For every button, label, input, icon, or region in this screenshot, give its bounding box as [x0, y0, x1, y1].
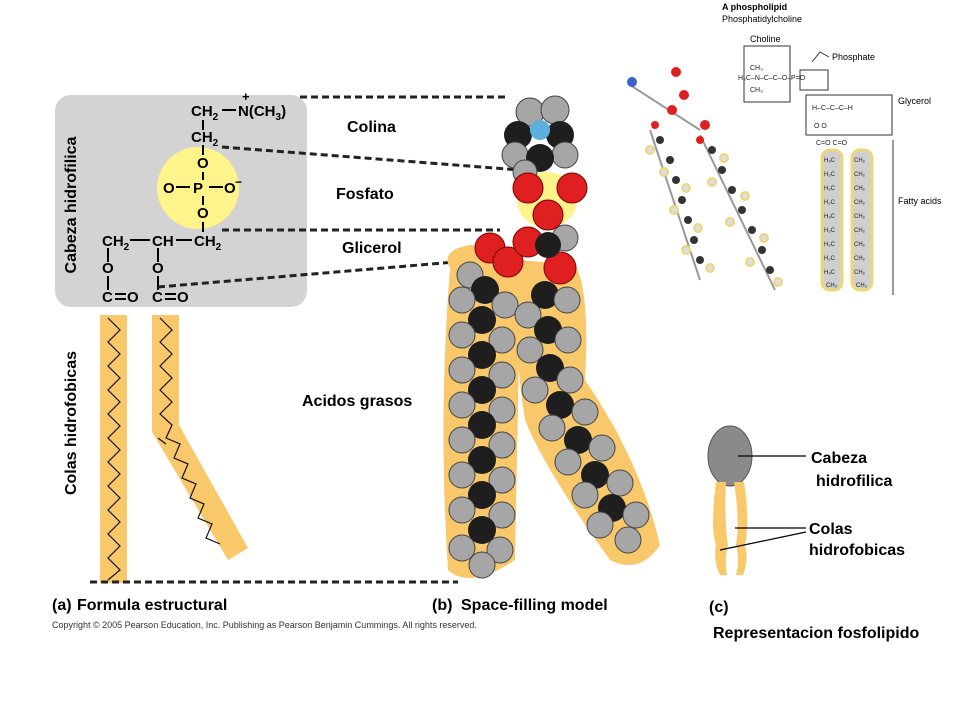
tail-straight-band	[100, 315, 127, 583]
label-colas-hidrofobicas: Colas hidrofobicas	[63, 351, 80, 495]
atom-o-upper: O	[197, 155, 209, 172]
svg-text:H₃C–N–C–C–O–P=O: H₃C–N–C–C–O–P=O	[738, 75, 806, 82]
label-cabeza-hidrofilica-2: hidrofilica	[816, 473, 893, 490]
phosphate-highlight	[157, 147, 239, 229]
svg-text:CH₂: CH₂	[854, 256, 866, 262]
svg-text:CH₂: CH₂	[854, 242, 866, 248]
label-fosfato: Fosfato	[336, 186, 394, 203]
panel-a-title: Formula estructural	[77, 597, 227, 614]
svg-text:H₂C: H₂C	[824, 242, 836, 248]
atom-o-c1: O	[127, 289, 139, 306]
inset-choline-label: Choline	[750, 34, 781, 44]
atom-ch2-right: CH2	[194, 233, 222, 253]
label-glicerol: Glicerol	[342, 240, 402, 257]
atom-ch2-left: CH2	[102, 233, 130, 253]
svg-text:CH₂: CH₂	[854, 172, 866, 178]
inset-ball-stick-model	[627, 67, 783, 291]
label-cabeza: Cabeza	[811, 450, 867, 467]
atom-c2: C	[152, 289, 163, 306]
panel-a-letter: (a)	[52, 597, 72, 614]
atom-n-methyl: N(CH3)	[238, 103, 286, 123]
label-colas-hidrofobicas-2: hidrofobicas	[809, 542, 905, 559]
svg-text:CH₂: CH₂	[854, 158, 866, 164]
label-colas: Colas	[809, 521, 853, 538]
inset-choline-box	[743, 45, 791, 103]
structure-atoms: CH2 N(CH3) + CH2 O O P O − O CH2 CH CH2 …	[102, 89, 286, 306]
inset-glycerol-label: Glycerol	[898, 96, 931, 106]
atom-o-minus: O	[224, 180, 236, 197]
o-minus-charge: −	[235, 175, 242, 189]
inset-carbon-chain: H₂C H₂C H₂C H₂C H₂C H₂C H₂C H₂C H₂C CH₃ CH₂ CH₂…	[820, 148, 874, 292]
svg-text:H₂C: H₂C	[824, 256, 836, 262]
panel-b-title: Space-filling model	[461, 597, 608, 614]
inset-fatty-acids-label: Fatty acids	[898, 196, 942, 206]
tail-atoms-right	[514, 281, 650, 554]
svg-text:H₂C: H₂C	[824, 172, 836, 178]
tail-zigzag-straight	[107, 317, 121, 581]
atom-o-c2: O	[177, 289, 189, 306]
atom-o-ester1: O	[102, 260, 114, 277]
panel-b-letter: (b)	[432, 597, 452, 614]
atom-c1: C	[102, 289, 113, 306]
svg-text:H₂C: H₂C	[824, 200, 836, 206]
svg-text:H₂C: H₂C	[824, 158, 836, 164]
inset-phosphate-box	[799, 69, 829, 91]
cis-double-bond	[157, 437, 167, 445]
inset-formula-atoms: CH₃ H₃C–N–C–C–O–P=O CH₃ H–C–C–C–H O O C=O C…	[738, 65, 853, 147]
svg-text:CH₃: CH₃	[750, 65, 763, 72]
connector-lines	[90, 95, 521, 584]
tail-zigzag-kinked	[159, 317, 221, 545]
svg-text:H₂C: H₂C	[824, 228, 836, 234]
label-cabeza-hidrofilica: Cabeza hidrofilica	[63, 136, 80, 273]
tail-kinked-band	[152, 315, 248, 560]
copyright-notice: Copyright © 2005 Pearson Education, Inc.…	[52, 620, 477, 630]
svg-text:CH₂: CH₂	[854, 200, 866, 206]
svg-text:H₂C: H₂C	[824, 214, 836, 220]
phospholipid-icon	[707, 425, 807, 575]
svg-text:CH₃: CH₃	[750, 87, 763, 94]
atom-p: P	[193, 180, 203, 197]
atom-o-double: O	[163, 180, 175, 197]
svg-text:CH₂: CH₂	[854, 214, 866, 220]
svg-text:O O: O O	[814, 123, 827, 130]
n-plus-charge: +	[242, 89, 250, 104]
structure-bonds	[107, 109, 236, 300]
svg-text:CH₂: CH₂	[854, 186, 866, 192]
tail-atoms-left	[448, 276, 519, 579]
label-acidos-grasos: Acidos grasos	[302, 393, 412, 410]
svg-text:H₂C: H₂C	[824, 270, 836, 276]
inset-phosphatidylcholine: A phospholipid Phosphatidylcholine	[627, 2, 942, 295]
panel-c-title: Representacion fosfolipido	[713, 625, 919, 642]
svg-text:C=O C=O: C=O C=O	[816, 140, 848, 147]
svg-text:H₂C: H₂C	[824, 186, 836, 192]
svg-text:CH₂: CH₂	[854, 270, 866, 276]
atom-ch2-second: CH2	[191, 129, 219, 149]
svg-text:H–C–C–C–H: H–C–C–C–H	[812, 105, 853, 112]
svg-text:CH₃: CH₃	[856, 283, 868, 289]
label-colina: Colina	[347, 119, 396, 136]
space-filling-model	[443, 95, 660, 579]
atom-o-lower: O	[197, 205, 209, 222]
panel-c-letter: (c)	[709, 599, 729, 616]
inset-glycerol-box	[805, 94, 893, 136]
svg-text:CH₂: CH₂	[854, 228, 866, 234]
atom-ch2-top: CH2	[191, 103, 219, 123]
inset-subtitle: Phosphatidylcholine	[722, 14, 802, 24]
atom-ch-mid: CH	[152, 233, 174, 250]
atom-o-ester2: O	[152, 260, 164, 277]
icon-tail-left	[713, 482, 728, 575]
inset-phosphate-label: Phosphate	[832, 52, 875, 62]
inset-title: A phospholipid	[722, 2, 787, 12]
svg-text:CH₃: CH₃	[826, 283, 838, 289]
